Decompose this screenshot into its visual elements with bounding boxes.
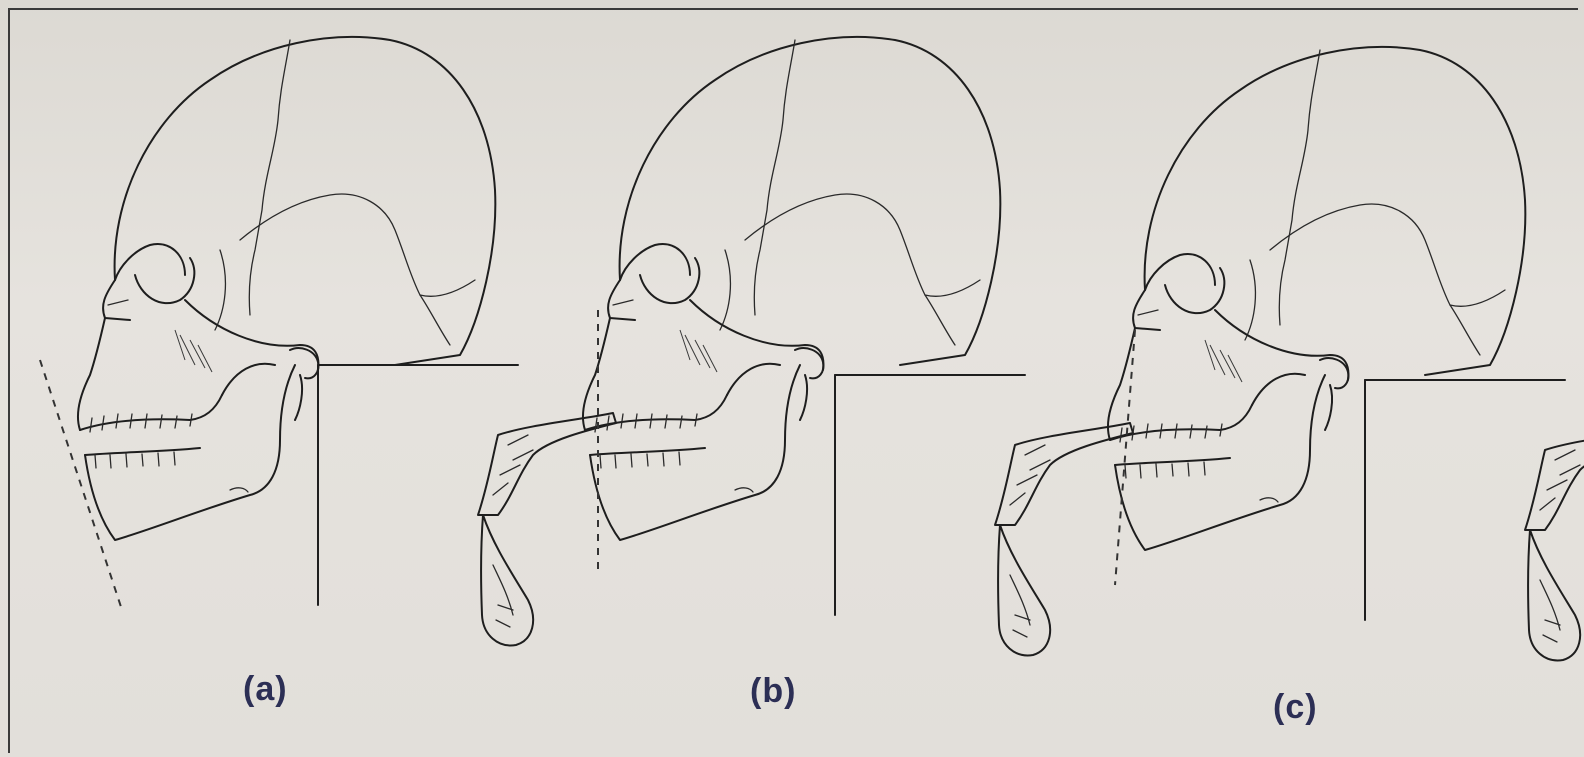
panel-a-airway (318, 365, 616, 645)
panel-a-skull (78, 37, 495, 540)
panel-b-label: (b) (750, 672, 796, 711)
panel-a-label: (a) (243, 670, 288, 709)
panel-c-label: (c) (1273, 688, 1318, 727)
panel-b-airway (835, 375, 1133, 655)
panel-c-skull (1108, 47, 1525, 550)
panel-c-airway (1365, 380, 1584, 660)
panel-b-skull (583, 37, 1000, 540)
